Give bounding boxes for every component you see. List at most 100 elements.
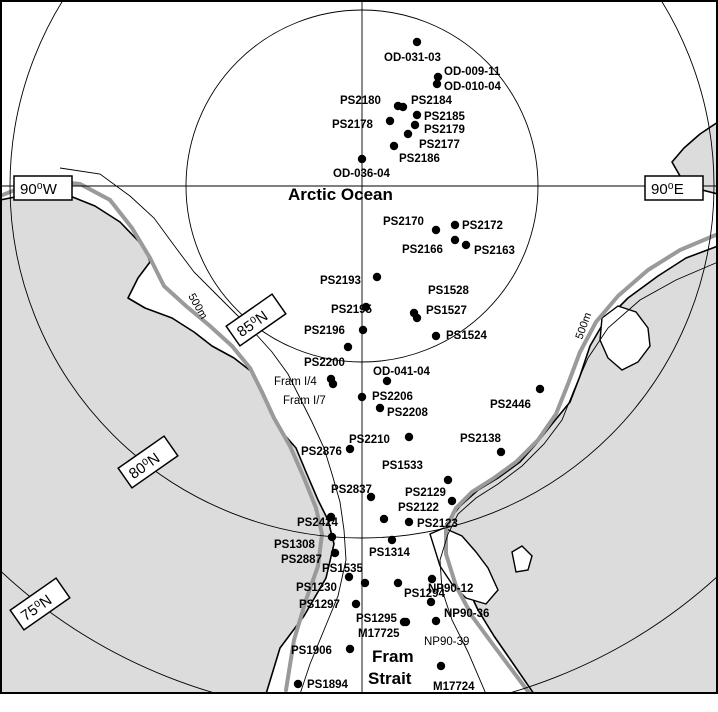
station-dot [443, 475, 453, 485]
station-dot [461, 240, 471, 250]
station-label: PS2446 [490, 399, 531, 411]
station-dot [431, 616, 441, 626]
station-dot [379, 514, 389, 524]
station-dot [436, 661, 446, 671]
station-marker: M17724 [433, 661, 475, 693]
station-dot [293, 679, 303, 689]
station-marker: PS2129 [405, 487, 457, 506]
station-dot [431, 225, 441, 235]
station-dot [389, 141, 399, 151]
station-label: PS2185 [424, 111, 466, 123]
station-marker: M17725 [358, 617, 411, 640]
station-marker: OD-010-04 [432, 79, 501, 93]
station-marker: Fram I/4 [274, 374, 336, 388]
station-dot [328, 379, 338, 389]
station-marker: PS1294 [393, 578, 446, 600]
station-dot [404, 432, 414, 442]
station-dot [345, 444, 355, 454]
station-label: PS2887 [281, 554, 322, 566]
station-marker: PS2180 [340, 95, 403, 111]
station-dot [351, 599, 361, 609]
station-dot [345, 644, 355, 654]
station-marker: PS2185 [412, 110, 466, 123]
station-label: PS2163 [474, 245, 515, 257]
station-dot [447, 496, 457, 506]
fram-strait-label-line1: Fram [372, 647, 414, 666]
station-label: PS1528 [428, 285, 470, 297]
station-dot [387, 535, 397, 545]
station-marker: PS2210 [349, 432, 414, 446]
station-label: PS2210 [349, 434, 390, 446]
station-label: PS2122 [398, 502, 439, 514]
station-label: NP90-39 [424, 636, 469, 648]
station-marker: PS1230 [296, 572, 354, 594]
station-dot [366, 492, 376, 502]
station-marker: PS2186 [389, 141, 440, 165]
station-marker: PS2876 [301, 444, 355, 458]
station-label: OD-036-04 [333, 168, 390, 180]
station-dot [327, 532, 337, 542]
station-dot [410, 120, 420, 130]
map-frame [0, 0, 718, 694]
latitude-label-85: 85⁰N [225, 293, 287, 347]
station-marker: PS1314 [369, 535, 411, 559]
station-label: OD-031-03 [384, 52, 441, 64]
station-marker: PS2172 [450, 220, 503, 232]
station-dot [398, 102, 408, 112]
station-dot [393, 578, 403, 588]
station-marker: PS2206 [357, 391, 413, 403]
station-marker: PS1297 [299, 599, 361, 611]
svg-text:90⁰W: 90⁰W [20, 181, 58, 198]
station-dot [431, 331, 441, 341]
longitude-label-west: 90⁰W [13, 175, 73, 201]
small-island [511, 545, 533, 573]
station-label: PS2184 [411, 95, 453, 107]
station-dot [401, 617, 411, 627]
station-label: PS1533 [382, 460, 423, 472]
contour-500m-west [59, 167, 347, 693]
station-dot [375, 403, 385, 413]
station-marker: PS2196 [304, 325, 368, 337]
station-marker: PS2200 [304, 342, 353, 369]
station-label: NP90-36 [444, 608, 489, 620]
station-label: Fram I/4 [274, 376, 317, 388]
station-label: PS2837 [331, 484, 372, 496]
station-label: PS2876 [301, 446, 342, 458]
station-dot [433, 72, 443, 82]
station-marker: PS2837 [331, 484, 376, 502]
station-label: PS2177 [419, 139, 460, 151]
station-label: PS2172 [462, 220, 503, 232]
station-marker: Fram I/7 [283, 379, 338, 407]
station-marker: PS1533 [382, 460, 453, 485]
station-dot [360, 578, 370, 588]
station-marker: PS1308 [274, 532, 337, 551]
station-marker: PS2178 [332, 116, 395, 131]
arctic-ocean-label: Arctic Ocean [288, 185, 393, 204]
station-marker: OD-031-03 [384, 37, 441, 64]
station-marker: OD-009-11 [433, 66, 501, 82]
station-label: PS1906 [291, 645, 332, 657]
station-label: PS1894 [307, 679, 349, 691]
station-label: PS2208 [387, 407, 429, 419]
station-label: OD-009-11 [444, 66, 501, 78]
station-dot [326, 512, 336, 522]
station-label: PS1314 [369, 547, 411, 559]
station-label: PS1294 [404, 588, 446, 600]
station-dot [426, 597, 436, 607]
station-dot [358, 325, 368, 335]
station-marker: NP90-39 [424, 616, 469, 648]
station-label: PS2200 [304, 357, 345, 369]
station-label: PS1295 [356, 613, 398, 625]
station-marker: PS2177 [403, 129, 460, 151]
station-dot [427, 574, 437, 584]
station-label: PS1308 [274, 539, 316, 551]
station-dot [412, 313, 422, 323]
station-label: PS2138 [460, 433, 502, 445]
station-marker: PS1906 [291, 644, 355, 657]
svg-text:90⁰E: 90⁰E [651, 181, 684, 198]
station-label: PS1297 [299, 599, 340, 611]
station-label: PS1527 [426, 305, 467, 317]
station-marker: PS1295 [356, 613, 409, 627]
